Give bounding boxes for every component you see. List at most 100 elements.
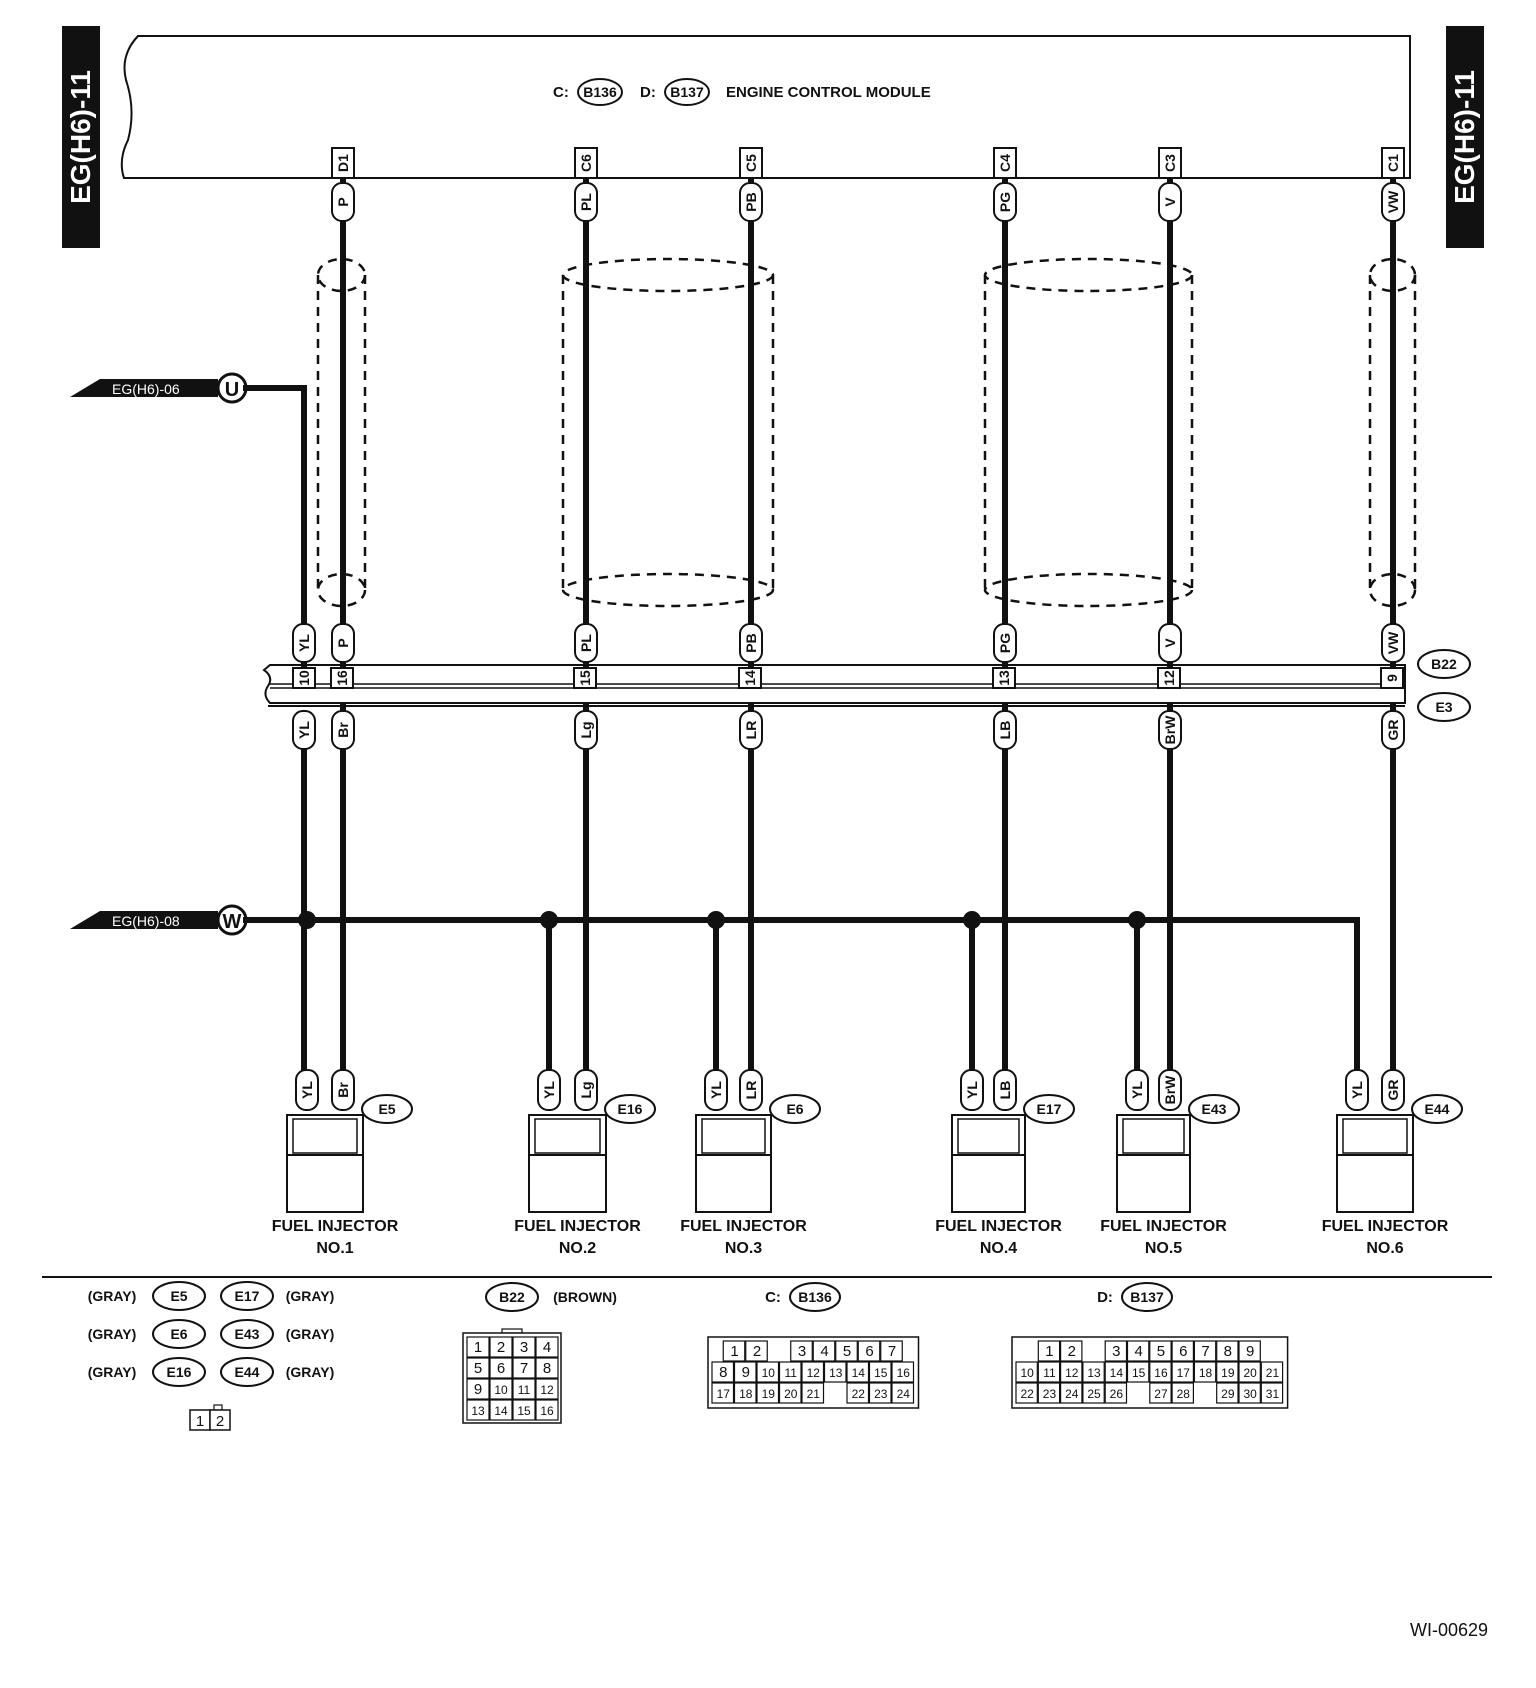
legend-connector-id: E17 bbox=[235, 1288, 260, 1304]
pin-cell: 2 bbox=[497, 1339, 505, 1356]
injector-label: FUEL INJECTOR bbox=[272, 1218, 399, 1235]
junction-connector-bar bbox=[262, 664, 1406, 707]
pin-cell: 14 bbox=[494, 1404, 508, 1418]
injector-connector-id: E17 bbox=[1037, 1101, 1062, 1117]
pin-cell: 15 bbox=[874, 1366, 888, 1380]
connector-d-prefix: D: bbox=[640, 84, 656, 101]
pin-cell: 7 bbox=[520, 1360, 528, 1377]
legend-connector-color: (GRAY) bbox=[88, 1364, 137, 1380]
pin-cell: 8 bbox=[719, 1364, 727, 1381]
wire-color-junction-top: PL bbox=[574, 623, 598, 663]
pin-cell: 23 bbox=[874, 1387, 888, 1401]
pin-cell: 22 bbox=[852, 1387, 866, 1401]
junction-pin-text: 9 bbox=[1384, 674, 1400, 682]
offpage-w-letter: W bbox=[223, 911, 242, 933]
ecm-pin: C3 bbox=[1158, 147, 1182, 179]
wire-color-top-text: PB bbox=[743, 192, 759, 211]
pin-cell: 9 bbox=[474, 1381, 482, 1398]
legend-c_b136-prefix: C: bbox=[765, 1289, 781, 1306]
legend-connector-id: E5 bbox=[170, 1288, 187, 1304]
legend-connector-id: E44 bbox=[235, 1364, 260, 1380]
injector-connector-id: E6 bbox=[786, 1101, 803, 1117]
injector-number: NO.2 bbox=[559, 1240, 596, 1257]
pin-cell: 20 bbox=[784, 1387, 798, 1401]
pin-cell: 14 bbox=[852, 1366, 866, 1380]
pin-cell: 4 bbox=[820, 1343, 828, 1360]
junction-top-connector-tag: B22 bbox=[1417, 649, 1471, 679]
offpage-connector-u[interactable]: EG(H6)-06 U bbox=[70, 372, 248, 404]
pin-cell: 5 bbox=[843, 1343, 851, 1360]
ecm-title: ENGINE CONTROL MODULE bbox=[726, 84, 931, 101]
splice-dot bbox=[540, 911, 558, 929]
pin-cell: 9 bbox=[742, 1364, 750, 1381]
wire-shields bbox=[316, 257, 1417, 608]
legend-gray-connector: E6(GRAY) bbox=[88, 1319, 206, 1349]
power-wire-bottom-label: YL bbox=[292, 710, 316, 750]
injector-label: FUEL INJECTOR bbox=[1100, 1218, 1227, 1235]
pin-cell: 11 bbox=[518, 1383, 531, 1397]
pin-cell: 25 bbox=[1087, 1387, 1101, 1401]
pin-cell: 3 bbox=[520, 1339, 528, 1356]
right-page-tab[interactable]: EG(H6)-11 bbox=[1446, 26, 1484, 248]
pin-cell: 16 bbox=[897, 1366, 911, 1380]
injector-connector-id: E5 bbox=[378, 1101, 395, 1117]
pin-cell: 15 bbox=[1132, 1366, 1146, 1380]
wire-color-top-text: PG bbox=[997, 192, 1013, 212]
junction-pin: 16 bbox=[330, 667, 354, 689]
injector-body bbox=[695, 1154, 772, 1213]
left-page-tab[interactable]: EG(H6)-11 bbox=[62, 26, 100, 248]
injector-power-color: YL bbox=[704, 1069, 728, 1111]
wire-color-junction-bottom-text: Br bbox=[335, 722, 351, 738]
legend-connector-id: E43 bbox=[235, 1326, 260, 1342]
wire-color-junction-top-text: PG bbox=[997, 633, 1013, 653]
legend-d_b137-prefix: D: bbox=[1097, 1289, 1113, 1306]
junction-pin-text: 15 bbox=[577, 670, 593, 686]
injector-connector-oval bbox=[1023, 1094, 1075, 1124]
injector-number: NO.5 bbox=[1145, 1240, 1182, 1257]
junction-pin-text: 12 bbox=[1161, 670, 1177, 686]
pin-cell: 11 bbox=[1043, 1366, 1056, 1380]
junction-bottom-connector-tag: E3 bbox=[1417, 692, 1471, 722]
injector-signal-color-text: LB bbox=[997, 1081, 1013, 1100]
injector-power-color: YL bbox=[960, 1069, 984, 1111]
offpage-connector-w[interactable]: EG(H6)-08 W bbox=[70, 904, 248, 936]
pin-cell: 24 bbox=[1065, 1387, 1079, 1401]
legend-connector-color: (GRAY) bbox=[88, 1288, 137, 1304]
injector-power-color: YL bbox=[295, 1069, 319, 1111]
injector-connector-id: E43 bbox=[1202, 1101, 1227, 1117]
injector-label: FUEL INJECTOR bbox=[514, 1218, 641, 1235]
pin-cell: 19 bbox=[1221, 1366, 1235, 1380]
pin-cell: 23 bbox=[1043, 1387, 1057, 1401]
pin-cell: 30 bbox=[1243, 1387, 1257, 1401]
splice-dot bbox=[298, 911, 316, 929]
wire-label-layer: YL10YLD1PP16BrC6PLPL15LgC5PBPB14LRC4PGPG… bbox=[292, 147, 1405, 1152]
injector-signal-color-text: GR bbox=[1385, 1080, 1401, 1101]
legend-gray-connector: E43(GRAY) bbox=[220, 1319, 334, 1349]
junction-pin: 9 bbox=[1380, 667, 1404, 689]
connector-c-oval bbox=[577, 78, 623, 106]
injector-connector-oval bbox=[1411, 1094, 1463, 1124]
ecm-pin-text: C6 bbox=[578, 154, 594, 172]
offpage-u-ref: EG(H6)-06 bbox=[112, 381, 180, 397]
wire-color-junction-bottom-text: Lg bbox=[578, 721, 594, 738]
injector-label: FUEL INJECTOR bbox=[1322, 1218, 1449, 1235]
pin-cell: 10 bbox=[1020, 1366, 1034, 1380]
wire-color-top-text: PL bbox=[578, 193, 594, 211]
wire-color-top-text: VW bbox=[1385, 190, 1401, 213]
pin-cell: 3 bbox=[1112, 1343, 1120, 1360]
ecm-pin: C1 bbox=[1381, 147, 1405, 179]
injector-signal-color: Lg bbox=[574, 1069, 598, 1111]
pin-cell: 3 bbox=[798, 1343, 806, 1360]
injector-number: NO.1 bbox=[316, 1240, 353, 1257]
figure-id: WI-00629 bbox=[1410, 1620, 1488, 1640]
